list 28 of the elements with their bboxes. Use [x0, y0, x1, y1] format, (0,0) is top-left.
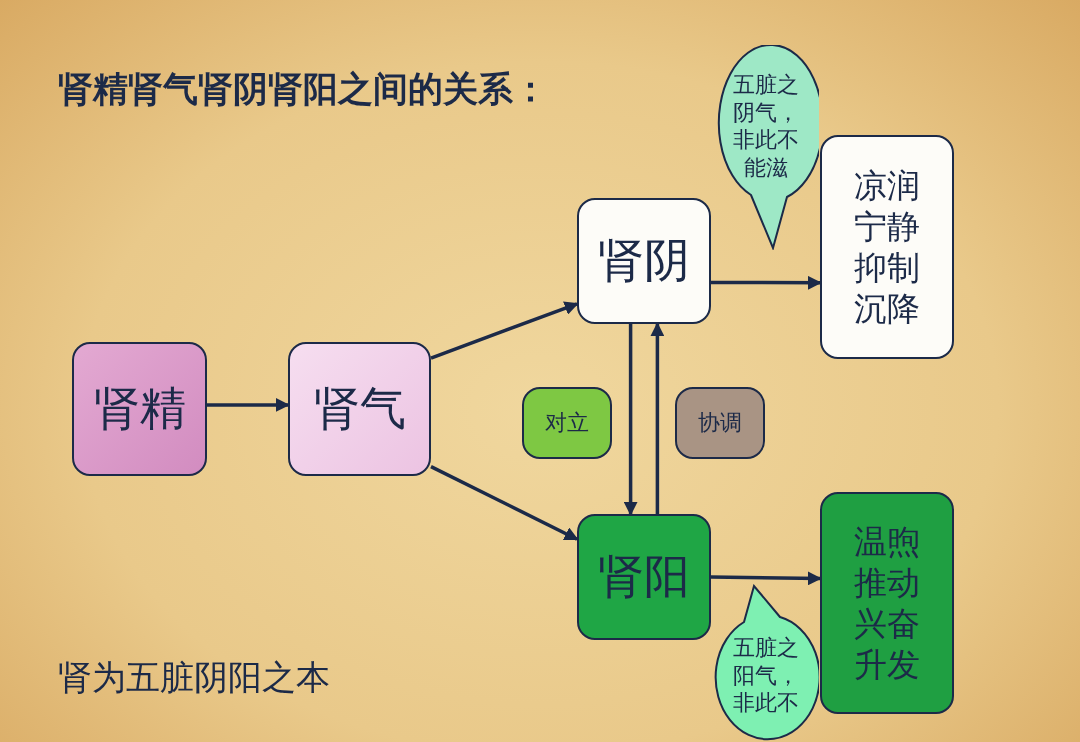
- process-box: [72, 342, 207, 476]
- caption-text: 肾为五脏阴阳之本: [58, 656, 330, 699]
- arrow: [623, 324, 638, 516]
- arrow: [710, 571, 822, 586]
- node-text: 协调: [697, 409, 743, 437]
- process-box: [820, 492, 954, 714]
- process-box: [577, 514, 711, 640]
- node-text: 温煦推动兴奋升发: [853, 520, 921, 686]
- node-text: 对立: [544, 409, 590, 437]
- arrow: [650, 322, 665, 514]
- node-text: 肾气: [312, 380, 407, 438]
- label-box: [675, 387, 765, 459]
- node-text: 五脏之阳气，非此不: [732, 634, 800, 717]
- title: 肾精肾气肾阴肾阳之间的关系：: [58, 68, 548, 111]
- process-box: [577, 198, 711, 324]
- arrow: [207, 398, 290, 412]
- process-box: [820, 135, 954, 359]
- arrow: [430, 465, 579, 541]
- node-text: 肾阴: [597, 232, 691, 290]
- node-text: 凉润宁静抑制沉降: [853, 164, 921, 330]
- arrow: [430, 301, 579, 360]
- node-text: 五脏之阴气，非此不能滋: [732, 71, 800, 181]
- arrow: [711, 275, 822, 290]
- process-box: [288, 342, 431, 476]
- node-text: 肾阳: [597, 548, 691, 606]
- speech-bubble: [713, 584, 819, 742]
- label-box: [522, 387, 612, 459]
- node-text: 肾精: [92, 380, 187, 438]
